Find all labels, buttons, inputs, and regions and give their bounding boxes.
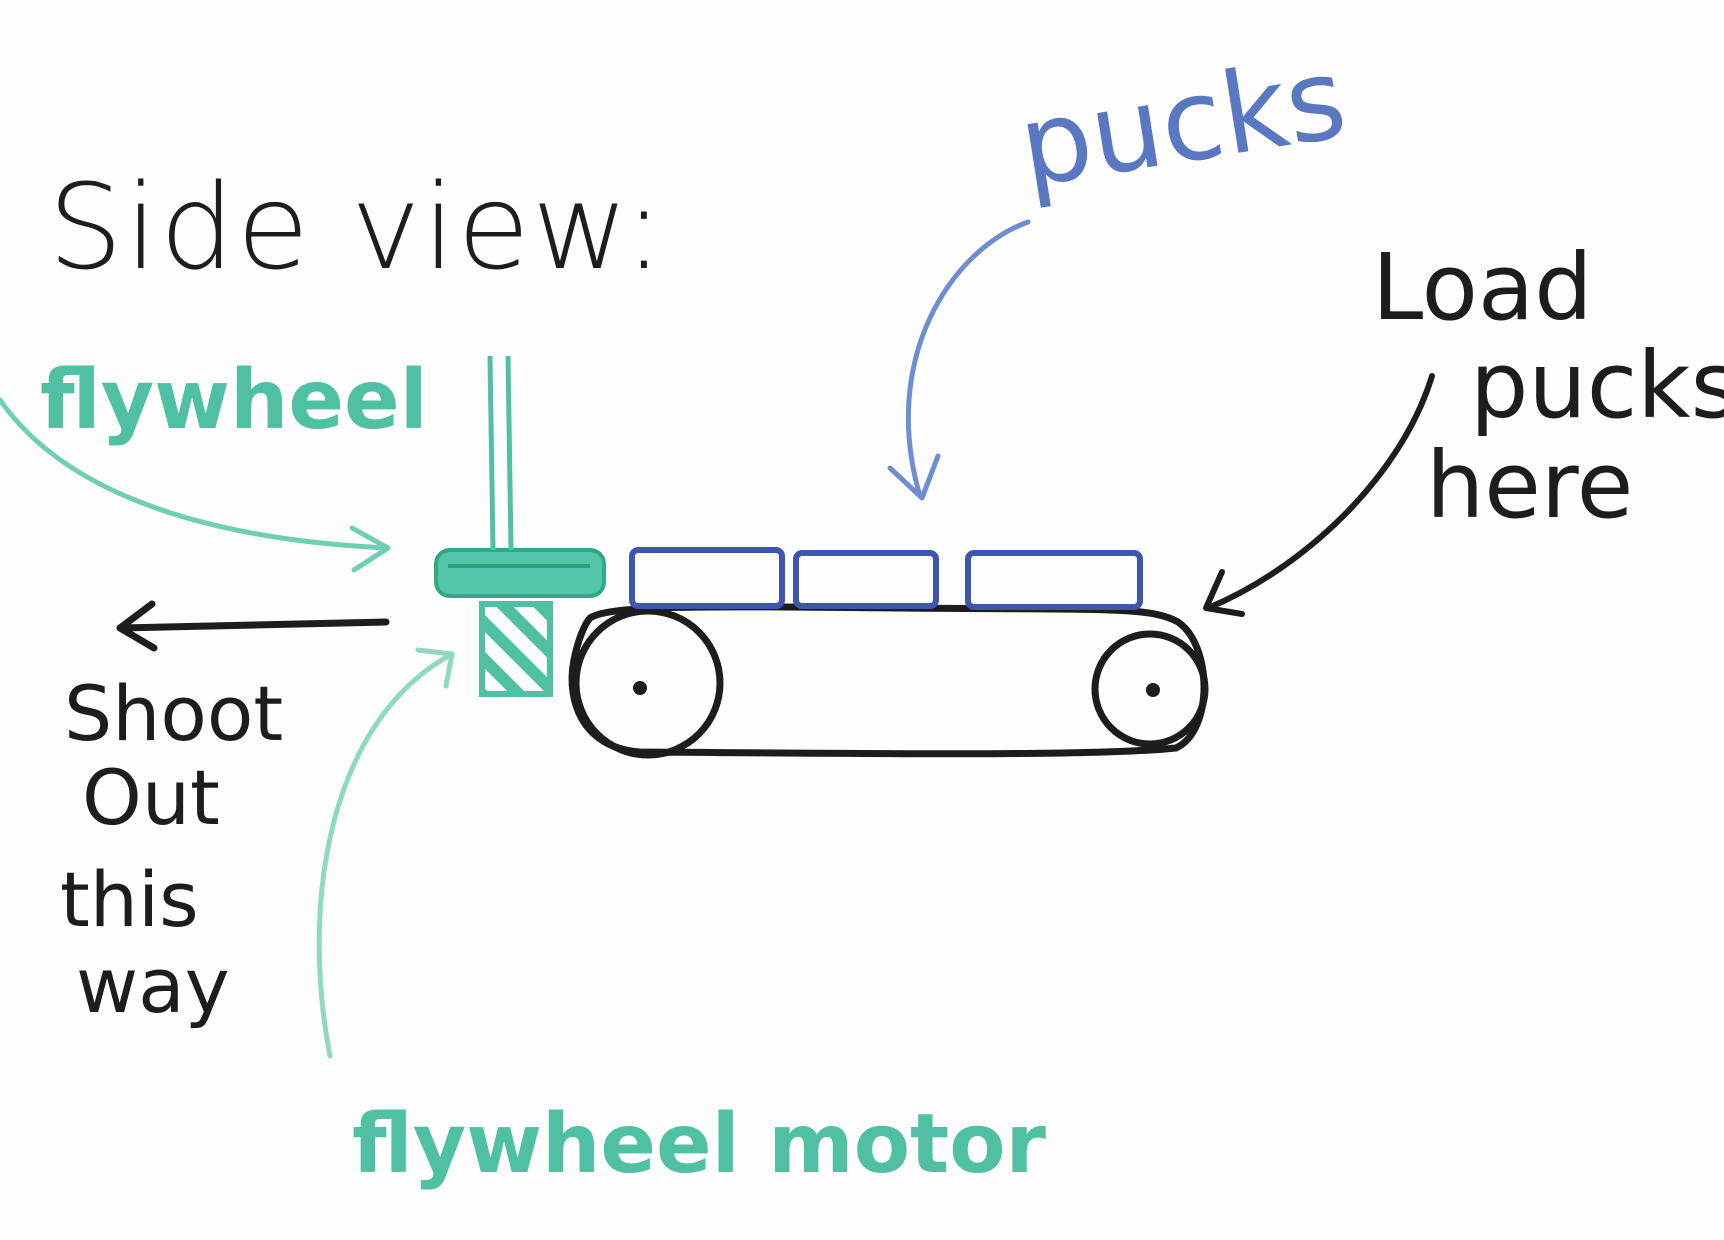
shoot-label-line-4: way	[76, 941, 230, 1030]
conveyor-belt	[568, 603, 1208, 758]
flywheel-pointer-arrow	[0, 397, 391, 573]
shoot-label-line-3: this	[60, 855, 199, 944]
pucks-row	[629, 547, 1143, 610]
flywheel	[434, 548, 606, 598]
load-label-line-3: here	[1426, 432, 1634, 539]
flywheel-shaft	[487, 355, 514, 551]
flywheel-motor	[479, 601, 553, 697]
load-pointer-arrow	[1203, 373, 1435, 617]
puck	[793, 550, 939, 609]
shoot-label-line-2: Out	[82, 753, 220, 842]
shoot-label-line-1: Shoot	[64, 669, 284, 758]
puck	[629, 547, 785, 609]
load-label-line-1: Load	[1372, 234, 1593, 341]
flywheel-motor-label: flywheel motor	[352, 1097, 1046, 1192]
load-label-line-2: pucks	[1470, 332, 1724, 439]
diagram-title: Side view:	[48, 158, 666, 296]
pucks-pointer-arrow	[887, 219, 1031, 501]
left-roller	[572, 607, 724, 759]
flywheel-label: flywheel	[40, 353, 428, 448]
shoot-direction-arrow	[116, 600, 390, 652]
motor-pointer-arrow	[316, 647, 455, 1059]
right-roller	[1091, 630, 1209, 748]
puck	[965, 550, 1143, 610]
